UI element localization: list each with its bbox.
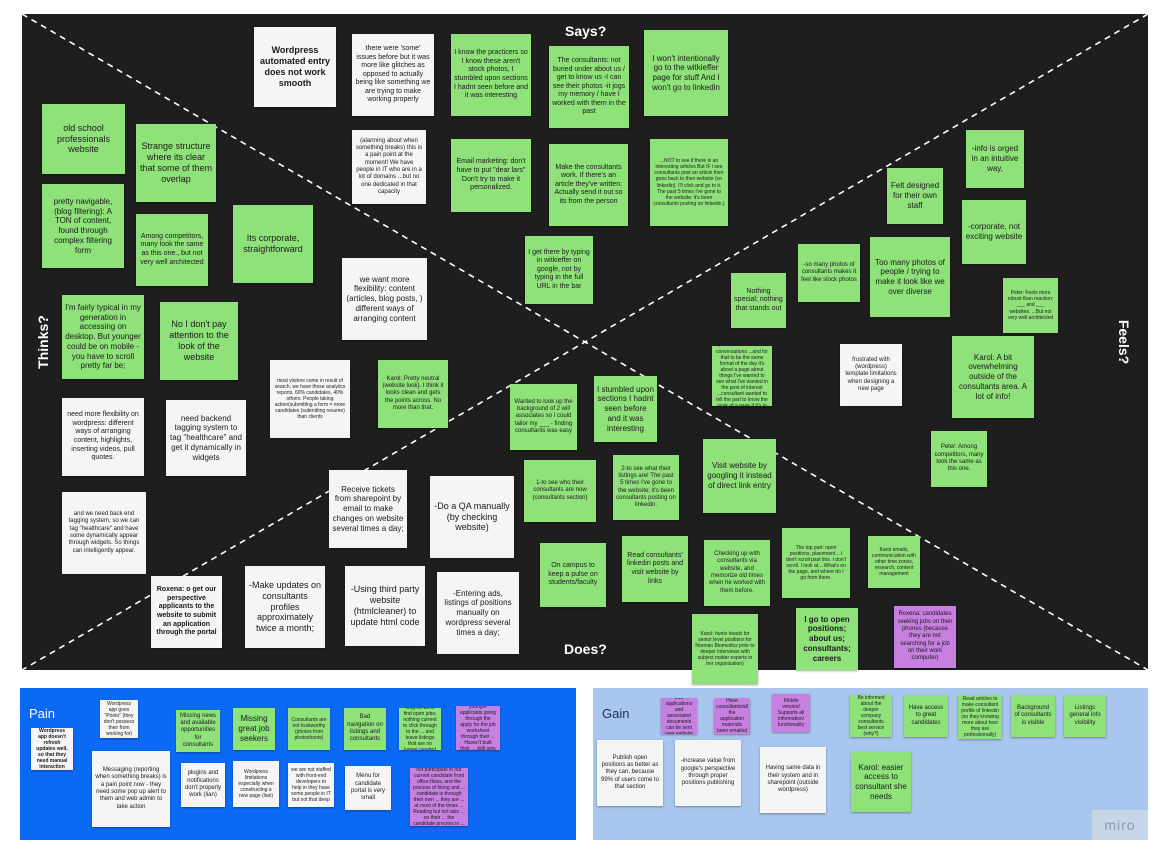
- sticky-note[interactable]: Listings general info visibility: [1064, 695, 1106, 737]
- sticky-note[interactable]: frustrated with (wordpress) template lim…: [840, 344, 902, 406]
- sticky-note[interactable]: I go to open positions; about us; consul…: [796, 608, 858, 670]
- sticky-note[interactable]: Roxena: Partners do not participate in o…: [410, 768, 468, 826]
- sticky-note[interactable]: Be informed about the deeper company con…: [850, 695, 892, 737]
- sticky-note[interactable]: Roxena: o get our perspective applicants…: [151, 576, 222, 648]
- sticky-note[interactable]: Mobile version/ Supports all information…: [772, 694, 810, 732]
- sticky-note[interactable]: 1-2 of the people I've spoken to have ha…: [712, 346, 772, 406]
- sticky-note[interactable]: Wordpress automated entry does not work …: [254, 27, 336, 107]
- sticky-note[interactable]: Wordpress app goes "Prieto" (they don't …: [100, 700, 138, 738]
- sticky-note[interactable]: and we need back end tagging system, so …: [62, 492, 146, 574]
- quadrant-does-label: Does?: [564, 641, 607, 657]
- sticky-note[interactable]: Roxena: candidates seeking jobs on their…: [894, 606, 956, 668]
- sticky-note[interactable]: Publish open positions as better as they…: [597, 740, 663, 806]
- sticky-note[interactable]: most visitors come in result of search, …: [270, 360, 350, 438]
- gain-title: Gain: [602, 706, 630, 721]
- sticky-note[interactable]: No I don't pay attention to the look of …: [160, 302, 238, 380]
- sticky-note[interactable]: -so many photos of consultants makes it …: [798, 244, 860, 302]
- sticky-note[interactable]: I'm fairly typical in my generation in a…: [62, 295, 144, 379]
- sticky-note[interactable]: Karol: Takes too long for us to find ope…: [399, 708, 441, 750]
- sticky-note[interactable]: Felt designed for their own staff: [887, 168, 943, 224]
- sticky-note[interactable]: Having same data in their system and in …: [760, 747, 826, 813]
- sticky-note[interactable]: Have access to great candidates: [904, 695, 948, 737]
- sticky-note[interactable]: Too many photos of people / trying to ma…: [870, 237, 950, 317]
- sticky-note[interactable]: old school professionals website: [42, 104, 125, 174]
- sticky-note[interactable]: -increase value from google's perspectiv…: [675, 740, 741, 806]
- sticky-note[interactable]: Wordpress app doesn't refresh updates we…: [31, 728, 73, 770]
- sticky-note[interactable]: Among competitors, many look the same as…: [136, 214, 208, 286]
- sticky-note[interactable]: need more flexibility on wordpress: diff…: [62, 398, 144, 476]
- sticky-note[interactable]: I stumbled upon sections I hadnt seen be…: [594, 376, 657, 442]
- sticky-note[interactable]: -info is orged in an intuitive way,: [966, 130, 1024, 188]
- sticky-note[interactable]: Missing great job seekers: [233, 708, 275, 750]
- sticky-note[interactable]: -Entering ads, listings of positions man…: [437, 572, 519, 654]
- sticky-note[interactable]: Checking up with consultants via website…: [704, 540, 770, 606]
- sticky-note[interactable]: Menu for candidate portal is very small: [345, 766, 391, 810]
- sticky-note[interactable]: Karol: A bit overwhelming outside of the…: [952, 336, 1034, 418]
- sticky-note[interactable]: Background of consultants is visible: [1011, 695, 1055, 737]
- sticky-note[interactable]: The top part: open positions, placement.…: [782, 528, 850, 598]
- sticky-note[interactable]: we are not staffed with front-end develo…: [288, 763, 334, 807]
- sticky-note[interactable]: Email marketing: don't have to put "dear…: [451, 139, 531, 212]
- sticky-note[interactable]: Karol: easier access to consultant she n…: [851, 752, 911, 812]
- sticky-note[interactable]: Make the consultants work. If there's an…: [549, 144, 628, 226]
- sticky-note[interactable]: Have consultants/all the application mat…: [714, 698, 750, 734]
- sticky-note[interactable]: pretty navigable, (blog filtering): A TO…: [42, 184, 124, 268]
- sticky-note[interactable]: Read consultants' linkedin posts and vis…: [622, 536, 688, 602]
- sticky-note[interactable]: -Make updates on consultants profiles ap…: [245, 566, 325, 648]
- sticky-note[interactable]: I know the practicers so I know these ar…: [451, 34, 531, 116]
- sticky-note[interactable]: Bad navigation on listings and consultan…: [344, 708, 386, 750]
- sticky-note[interactable]: Its corporate, straightforward: [233, 205, 313, 283]
- sticky-note[interactable]: On campus to keep a pulse on students/fa…: [540, 543, 606, 607]
- sticky-note[interactable]: we want more flexibility: content (artic…: [342, 258, 427, 340]
- sticky-note[interactable]: Visit website by googling it instead of …: [703, 439, 776, 513]
- sticky-note[interactable]: Nothing special; nothing that stands out: [731, 273, 786, 328]
- sticky-note[interactable]: Peter: Feels more robust than reaction; …: [1003, 278, 1058, 333]
- sticky-note[interactable]: Karol: Pretty neutral (website look). I …: [378, 360, 448, 428]
- sticky-note[interactable]: Read articles to make consultant profile…: [958, 695, 1002, 739]
- sticky-note[interactable]: Receive tickets from sharepoint by email…: [329, 470, 407, 548]
- sticky-note[interactable]: (alarming about when something breaks) t…: [352, 130, 426, 204]
- sticky-note[interactable]: Wordpress limitations especially when co…: [233, 761, 279, 807]
- board-diagonals: [22, 14, 1148, 670]
- sticky-note[interactable]: I get there by typing in witkieffer on g…: [525, 236, 593, 304]
- sticky-note[interactable]: -Do a QA manually (by checking website): [430, 476, 514, 558]
- sticky-note[interactable]: Strange structure where its clear that s…: [136, 124, 216, 202]
- sticky-note[interactable]: there were 'some' issues before but it w…: [352, 34, 434, 116]
- sticky-note[interactable]: -corporate, not exciting website: [962, 200, 1026, 264]
- sticky-note[interactable]: Roxena: younger applicants going through…: [456, 706, 500, 750]
- sticky-note[interactable]: Job applications and associated document…: [661, 698, 697, 734]
- quadrant-thinks-label: Thinks?: [34, 315, 51, 369]
- sticky-note[interactable]: need backend tagging system to tag "heal…: [166, 400, 246, 476]
- sticky-note[interactable]: Consultants are not trustworthy (photos …: [288, 708, 330, 750]
- sticky-note[interactable]: Messaging (reporting when something brea…: [92, 751, 170, 827]
- sticky-note[interactable]: Karol: hunts heads for senior level posi…: [692, 614, 758, 684]
- pain-title: Pain: [29, 706, 56, 721]
- sticky-note[interactable]: Missing news and available opportunities…: [176, 710, 220, 752]
- sticky-note[interactable]: I won't intentionally go to the witkieff…: [644, 30, 728, 116]
- sticky-note[interactable]: plugins and notifications don't properly…: [181, 763, 225, 807]
- sticky-note[interactable]: 1-to see who their consultants are now (…: [524, 460, 596, 522]
- miro-logo: miro: [1092, 810, 1148, 840]
- sticky-note[interactable]: 2-to see what their listings are! The pa…: [613, 455, 679, 520]
- sticky-note[interactable]: ...NOT to see if there is an interesting…: [650, 139, 728, 226]
- quadrant-says-label: Says?: [565, 23, 607, 39]
- quadrant-feels-label: Feels?: [1116, 319, 1133, 365]
- sticky-note[interactable]: Wanted to look up the background of 2 wi…: [510, 384, 577, 450]
- sticky-note[interactable]: The consultants: not buried under about …: [549, 46, 629, 128]
- sticky-note[interactable]: Karol emails, communication with other t…: [868, 536, 920, 588]
- sticky-note[interactable]: -Using third party website (htmlcleaner)…: [345, 566, 425, 646]
- sticky-note[interactable]: Peter: Among competitors, many look the …: [931, 431, 987, 487]
